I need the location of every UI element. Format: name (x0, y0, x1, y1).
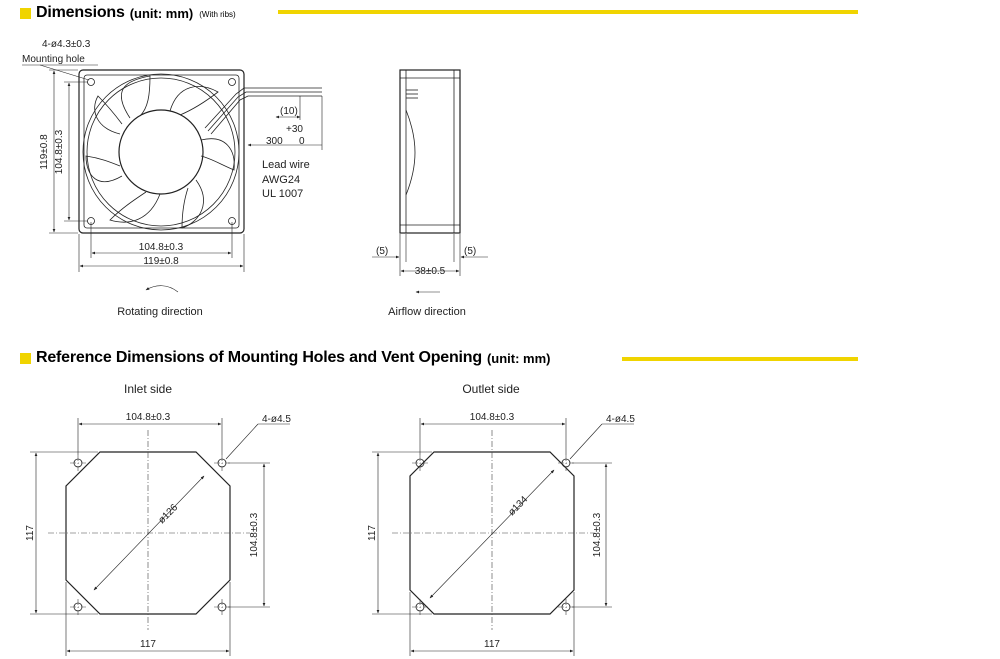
inlet-vent-opening (65, 451, 231, 615)
outlet-dim-left: 117 (367, 525, 378, 541)
side-dims (372, 234, 488, 276)
side-dim-left: (5) (376, 246, 388, 257)
fan-front-view (22, 64, 322, 234)
front-hole-label: 4-ø4.3±0.3 (42, 39, 91, 50)
section-header-dimensions: Dimensions (unit: mm) (With ribs) (20, 4, 236, 22)
section-marker-icon (20, 7, 31, 19)
side-dim-depth: 38±0.5 (415, 266, 446, 277)
front-dim-outer-v: 119±0.8 (39, 134, 50, 170)
inlet-dim-left: 117 (25, 525, 36, 541)
front-dim-inner-h: 104.8±0.3 (139, 242, 184, 253)
outlet-hole-label: 4-ø4.5 (606, 414, 635, 425)
section-title: Dimensions (36, 4, 125, 21)
lead-tol-high: +30 (286, 124, 303, 135)
outlet-dim-top: 104.8±0.3 (470, 412, 515, 423)
section-divider (278, 10, 858, 14)
lead-dim-10: (10) (280, 106, 298, 117)
outlet-dim-right: 104.8±0.3 (592, 512, 603, 557)
rotate-arrow-icon (145, 285, 179, 293)
side-dim-right: (5) (464, 246, 476, 257)
lead-wire-standard: UL 1007 (262, 188, 303, 200)
airflow-label: Airflow direction (388, 306, 466, 318)
mounting-hole (228, 78, 236, 86)
outlet-title: Outlet side (462, 382, 520, 396)
side-frame (399, 69, 461, 234)
inlet-dim-top: 104.8±0.3 (126, 412, 171, 423)
inlet-title: Inlet side (124, 382, 172, 396)
lead-length: 300 (266, 136, 283, 147)
fan-frame (78, 69, 245, 234)
section-divider (622, 357, 858, 361)
fan-side-view (399, 69, 461, 234)
section-header-reference: Reference Dimensions of Mounting Holes a… (20, 349, 551, 367)
section-unit: (unit: mm) (129, 5, 194, 21)
inlet-drawing (30, 418, 290, 656)
outlet-drawing (372, 418, 634, 656)
lead-dims (247, 96, 323, 150)
lead-wire-gauge: AWG24 (262, 174, 300, 186)
fan-hub (118, 109, 204, 195)
front-hole-sublabel: Mounting hole (22, 54, 85, 65)
inlet-hole-label: 4-ø4.5 (262, 414, 291, 425)
section-unit: (unit: mm) (486, 350, 551, 366)
rotate-label: Rotating direction (117, 306, 203, 318)
front-dim-outer-h: 119±0.8 (143, 256, 179, 267)
section-title: Reference Dimensions of Mounting Holes a… (36, 349, 482, 366)
lead-tol-low: 0 (299, 136, 305, 147)
section-note: (With ribs) (199, 9, 236, 19)
inlet-dim-right: 104.8±0.3 (249, 512, 260, 557)
inlet-dim-bottom: 117 (140, 639, 156, 650)
section-marker-icon (20, 352, 31, 364)
front-vertical-dims (49, 69, 88, 234)
outlet-vent-opening (409, 451, 575, 615)
inlet-diameter: ø126 (156, 502, 180, 526)
front-horizontal-dims (78, 222, 245, 272)
outlet-dim-bottom: 117 (484, 639, 500, 650)
lead-wire-title: Lead wire (262, 159, 310, 171)
front-dim-inner-v: 104.8±0.3 (54, 129, 65, 174)
